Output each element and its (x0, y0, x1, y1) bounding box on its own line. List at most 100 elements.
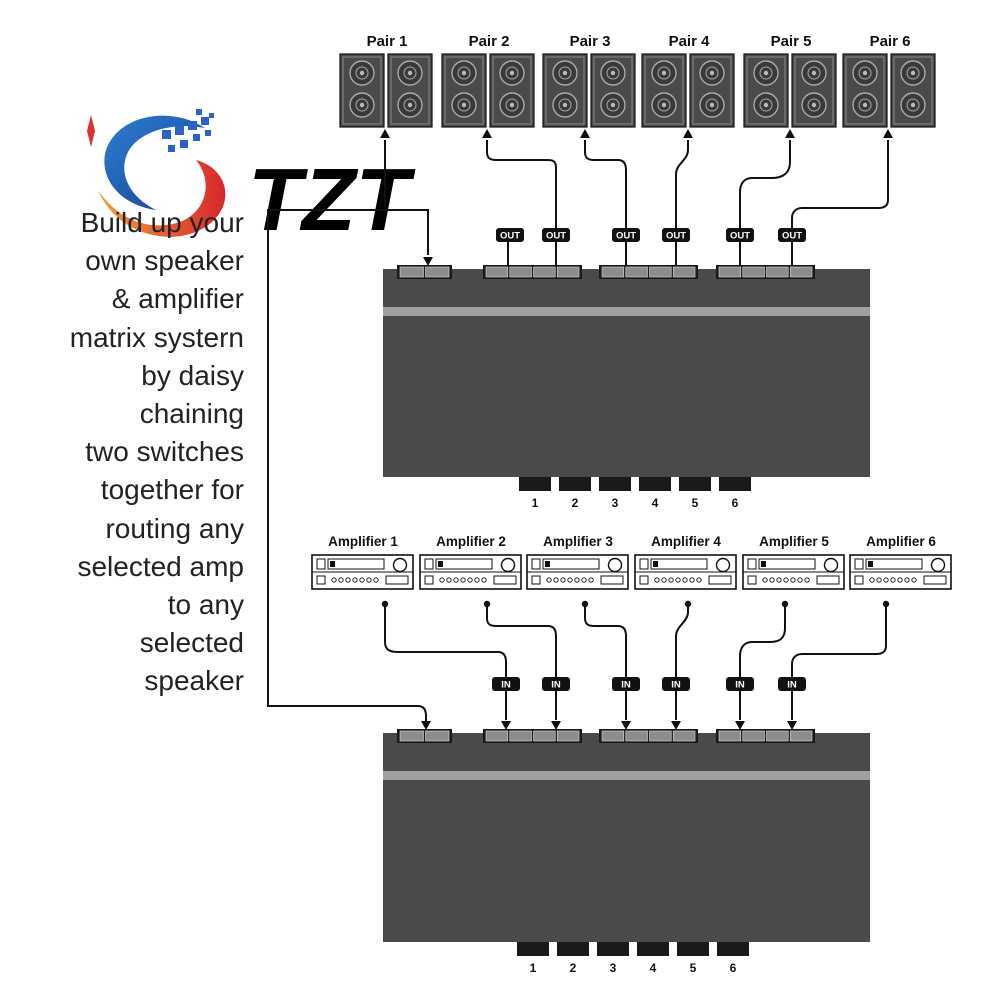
amplifier-slot (600, 575, 624, 585)
wire-terminal (381, 600, 389, 608)
amplifier-button (588, 577, 594, 583)
speaker-cone (759, 66, 773, 80)
speaker-cone (906, 66, 920, 80)
switch-stripe (383, 307, 870, 316)
connector-jack (399, 730, 424, 742)
speaker-pair-label: Pair 3 (570, 33, 611, 50)
description-line: Build up your (80, 207, 244, 238)
speaker-cone (606, 98, 620, 112)
port-tag-label: OUT (666, 231, 686, 242)
port-tag-box (778, 228, 806, 242)
port-tag-box (612, 228, 640, 242)
in-port-tag: IN (542, 677, 570, 691)
amplifier-button (331, 577, 337, 583)
out-port-tag: OUT (542, 228, 570, 242)
description-line: matrix systern (69, 321, 244, 353)
speaker-cone (657, 98, 671, 112)
speaker-dustcap (862, 102, 868, 108)
volume-knob-icon (715, 557, 731, 573)
logo-pixels (162, 109, 214, 152)
amplifier-button (883, 577, 889, 583)
speaker-pair: Pair 6 (842, 33, 936, 128)
selector-button-label: 5 (692, 496, 699, 510)
speaker-dustcap (509, 102, 515, 108)
amplifier: Amplifier 1 (311, 534, 414, 590)
amplifier-slot (816, 575, 840, 585)
amplifier-button (581, 577, 587, 583)
port-tag-box (496, 228, 524, 242)
in-port-tag: IN (778, 677, 806, 691)
volume-knob-icon (823, 557, 839, 573)
selector-button (717, 942, 749, 956)
speaker-dustcap (407, 70, 413, 76)
amplifier-button (460, 577, 466, 583)
connector-jack (556, 266, 580, 278)
description-line: speaker (144, 665, 244, 697)
speaker-frame (342, 56, 382, 125)
speaker-frame (390, 56, 430, 125)
speaker-frame (444, 56, 484, 125)
speaker-pair-label: Pair 5 (771, 33, 812, 50)
selector-button (557, 942, 589, 956)
amplifier-button (876, 577, 882, 583)
speaker-cone (606, 66, 620, 80)
speaker-cone (858, 66, 872, 80)
selector-button-label: 1 (530, 961, 537, 975)
input-wire-amp6 (791, 605, 887, 720)
volume-knob-icon (930, 557, 946, 573)
port-tag-label: IN (501, 680, 511, 691)
arrow-down-icon (671, 721, 681, 730)
brand-logo: TZT (87, 109, 416, 249)
amplifier-power (747, 575, 757, 585)
amplifier-button (668, 577, 674, 583)
amplifier-button (682, 577, 688, 583)
port-tag-label: IN (735, 680, 745, 691)
speaker-pair: Pair 2 (441, 33, 535, 128)
output-wire-pair3 (584, 140, 627, 265)
selector-button (599, 477, 631, 491)
arrow-down-icon (735, 721, 745, 730)
speaker-cone (403, 66, 417, 80)
logo-text: TZT (248, 150, 416, 249)
speaker-pair-label: Pair 4 (669, 33, 711, 50)
speaker-dustcap (811, 70, 817, 76)
connector-jack (485, 266, 509, 278)
amplifier-display (327, 558, 385, 570)
amplifier-button (373, 577, 379, 583)
connector-jack (649, 266, 672, 278)
input-wire-amp1 (384, 605, 507, 720)
amplifier-button (453, 577, 459, 583)
amplifier-button (783, 577, 789, 583)
connector-jack (601, 266, 625, 278)
amplifier-button (567, 577, 573, 583)
speaker-cone (807, 98, 821, 112)
speaker-frame (644, 56, 684, 125)
selector-button (719, 477, 751, 491)
port-tag-label: IN (551, 680, 561, 691)
speaker-cone (505, 66, 519, 80)
amplifier-button (696, 577, 702, 583)
speaker-pair: Pair 3 (542, 33, 636, 128)
connector-strip (716, 265, 815, 279)
in-port-tag: IN (662, 677, 690, 691)
amplifier-display-block (868, 561, 873, 567)
selector-button (679, 477, 711, 491)
description-line: selected amp (77, 550, 244, 582)
selector-button-label: 4 (650, 961, 657, 975)
connector-strip (599, 265, 698, 279)
wire-terminal (781, 600, 789, 608)
amplifier-slot (708, 575, 732, 585)
speaker-pair: Pair 1 (339, 33, 433, 128)
input-wire-amp4 (675, 605, 689, 720)
port-tag-label: OUT (730, 231, 750, 242)
amplifier-display (650, 558, 708, 570)
amplifier-slot (923, 575, 947, 585)
connector-jack (718, 730, 742, 742)
speaker-pair: Pair 4 (641, 33, 735, 128)
arrow-down-icon (421, 721, 431, 730)
selector-button (637, 942, 669, 956)
port-tag-label: IN (787, 680, 797, 691)
amplifier-button (762, 577, 768, 583)
